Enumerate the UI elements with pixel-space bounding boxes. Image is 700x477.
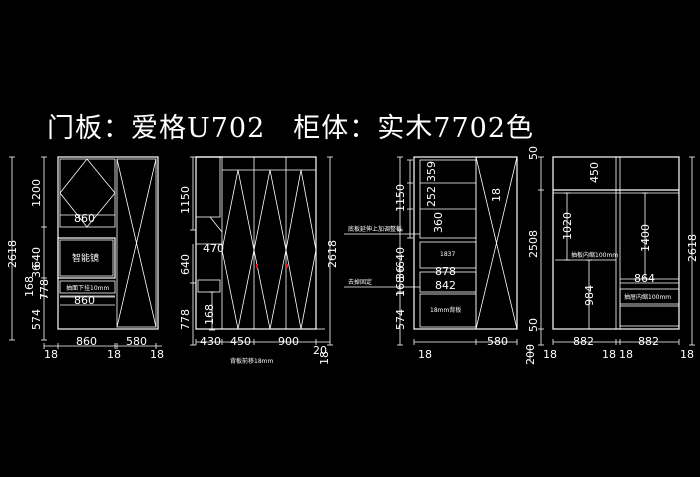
- ra-168: 168: [394, 276, 407, 297]
- left-lower-width: 860: [74, 294, 95, 307]
- mid-778: 778: [179, 309, 192, 330]
- mid-20: 20: [313, 344, 327, 357]
- left-778: 778: [38, 279, 51, 300]
- left-36: 36: [30, 264, 43, 278]
- right-a-elevation: [344, 156, 518, 346]
- ra-574: 574: [394, 309, 407, 330]
- rb-984: 984: [583, 285, 596, 306]
- ra-back-note: 18mm背板: [430, 306, 461, 314]
- ra-842: 842: [435, 279, 456, 292]
- mid-1150: 1150: [179, 186, 192, 214]
- left-bottom-18c: 18: [150, 348, 164, 361]
- mid-640: 640: [179, 254, 192, 275]
- left-mirror-height: 640: [30, 247, 43, 268]
- rb-bottom-18b: 18: [602, 348, 616, 361]
- left-elevation: [9, 156, 162, 349]
- left-total-height: 2618: [6, 240, 19, 268]
- rb-2508: 2508: [527, 230, 540, 258]
- door-panel-label: 门板：爱格U702: [47, 113, 266, 144]
- left-bottom-860: 860: [76, 335, 97, 348]
- ra-18: 18: [490, 188, 503, 202]
- rb-1400: 1400: [639, 224, 652, 252]
- rb-bottom-200: 200: [524, 344, 537, 365]
- ra-359: 359: [425, 161, 438, 182]
- ra-note-fixed: 去掉固定: [348, 278, 372, 286]
- rb-total-height: 2618: [686, 234, 699, 262]
- left-bottom-18a: 18: [44, 348, 58, 361]
- drawer-note: 抽面下挂10mm: [66, 284, 109, 292]
- left-bottom-18b: 18: [107, 348, 121, 361]
- left-bottom-580: 580: [126, 335, 147, 348]
- mid-18: 18: [318, 351, 331, 365]
- mid-450: 450: [230, 335, 251, 348]
- rb-450: 450: [588, 162, 601, 183]
- ra-bottom-580: 580: [487, 335, 508, 348]
- rb-bottom-882a: 882: [573, 335, 594, 348]
- ra-note-side: 底板延伸上加调整板: [348, 225, 402, 233]
- mid-430: 430: [200, 335, 221, 348]
- ra-252: 252: [425, 186, 438, 207]
- middle-elevation: [190, 156, 333, 346]
- left-top-height: 1200: [30, 179, 43, 207]
- mid-back-note: 背板前移18mm: [230, 357, 273, 365]
- mid-168: 168: [203, 304, 216, 325]
- rb-drawer-note: 抽屉内缩100mm: [624, 293, 671, 301]
- mid-900: 900: [278, 335, 299, 348]
- cabinet-label: 柜体：实木7702色: [293, 113, 535, 144]
- ra-36: 36: [394, 266, 407, 280]
- rb-864: 864: [634, 272, 655, 285]
- ra-360: 360: [432, 212, 445, 233]
- rb-bottom-18a: 18: [543, 348, 557, 361]
- rb-bottom-18d: 18: [680, 348, 694, 361]
- left-168: 168: [23, 276, 36, 297]
- rb-50b: 50: [527, 318, 540, 332]
- left-upper-width: 860: [74, 212, 95, 225]
- rb-1020: 1020: [561, 212, 574, 240]
- mid-470: 470: [203, 242, 224, 255]
- rb-bottom-882b: 882: [638, 335, 659, 348]
- drawing-title: 门板：爱格U702 柜体：实木7702色: [47, 106, 534, 145]
- ra-bottom-18: 18: [418, 348, 432, 361]
- left-574: 574: [30, 309, 43, 330]
- rb-50: 50: [527, 146, 540, 160]
- rb-bottom-18c: 18: [619, 348, 633, 361]
- mirror-label: 智能镜: [72, 252, 99, 264]
- mid-total-height: 2618: [326, 240, 339, 268]
- right-b-elevation: [529, 156, 695, 360]
- rb-rail-note: 抽板内缩100mm: [571, 251, 618, 259]
- ra-1150: 1150: [394, 184, 407, 212]
- ra-small-label: 1837: [440, 251, 455, 258]
- ra-878: 878: [435, 265, 456, 278]
- ra-640: 640: [394, 247, 407, 268]
